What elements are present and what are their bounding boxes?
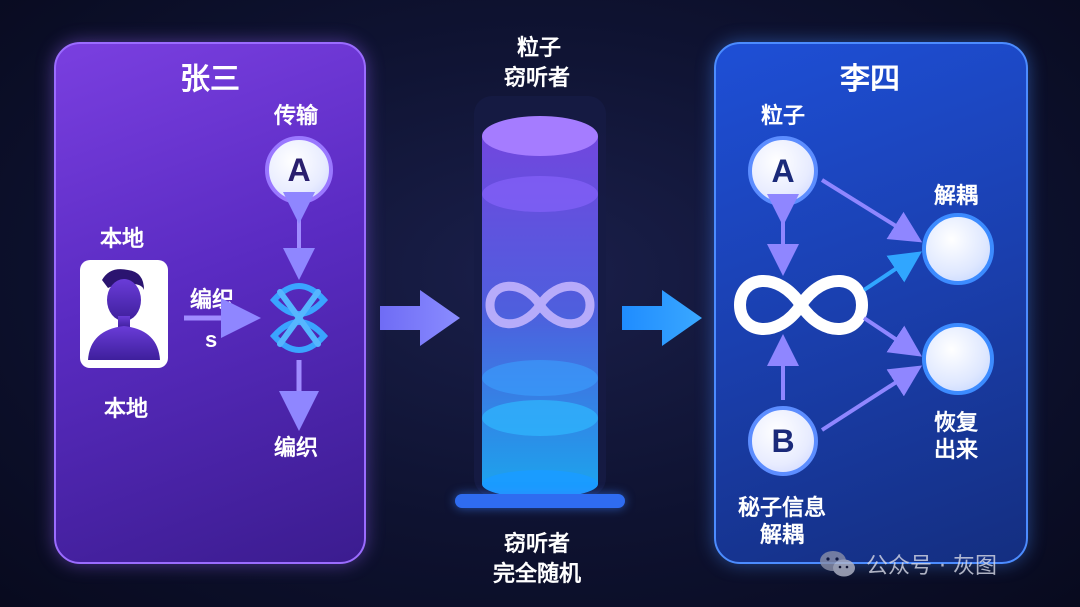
transmit-label: 传输 <box>274 104 319 129</box>
watermark: 公众号 · 灰图 <box>818 548 997 580</box>
watermark-text: 公众号 · 灰图 <box>866 554 997 579</box>
particle-b-node-receiver: B <box>748 406 818 476</box>
wechat-icon <box>820 551 855 577</box>
user-avatar <box>80 260 168 368</box>
infinity-icon-receiver <box>733 275 869 335</box>
recovered-output-node <box>922 323 994 395</box>
secret-info-line1: 秘子信息 <box>738 496 827 521</box>
eavesdropper-bottom-line2: 完全随机 <box>493 562 582 587</box>
secret-symbol: s <box>205 327 218 352</box>
arrow-infinity-to-recover <box>862 316 922 357</box>
sender-title: 张三 <box>180 62 240 97</box>
entanglement-knot-icon <box>269 283 329 353</box>
channel-base <box>455 494 625 508</box>
arrow-infinity-to-decouple <box>862 251 922 292</box>
arrow-to-channel <box>380 290 460 346</box>
local-label-bottom: 本地 <box>104 397 149 422</box>
person-icon <box>88 269 160 360</box>
infinity-icon-channel <box>485 281 595 329</box>
encode-label-bottom: 编织 <box>274 436 319 461</box>
eavesdropper-top-line2: 窃听者 <box>504 66 571 91</box>
recover-label-line2: 出来 <box>934 438 979 463</box>
local-label-top: 本地 <box>100 227 145 252</box>
particle-label: 粒子 <box>761 104 806 129</box>
eavesdropper-bottom-line1: 窃听者 <box>504 532 571 557</box>
arrow-b-to-recover <box>820 365 923 432</box>
arrow-to-receiver <box>622 290 702 346</box>
quantum-channel-cylinder <box>474 96 606 498</box>
secret-info-line2: 解耦 <box>760 523 805 548</box>
receiver-panel <box>714 42 1028 564</box>
recover-label-line1: 恢复 <box>934 411 979 436</box>
decouple-label: 解耦 <box>934 184 979 209</box>
arrow-a-to-decouple <box>820 178 923 243</box>
decoupled-output-node <box>922 213 994 285</box>
receiver-title: 李四 <box>840 62 900 97</box>
eavesdropper-top-line1: 粒子 <box>517 36 562 61</box>
